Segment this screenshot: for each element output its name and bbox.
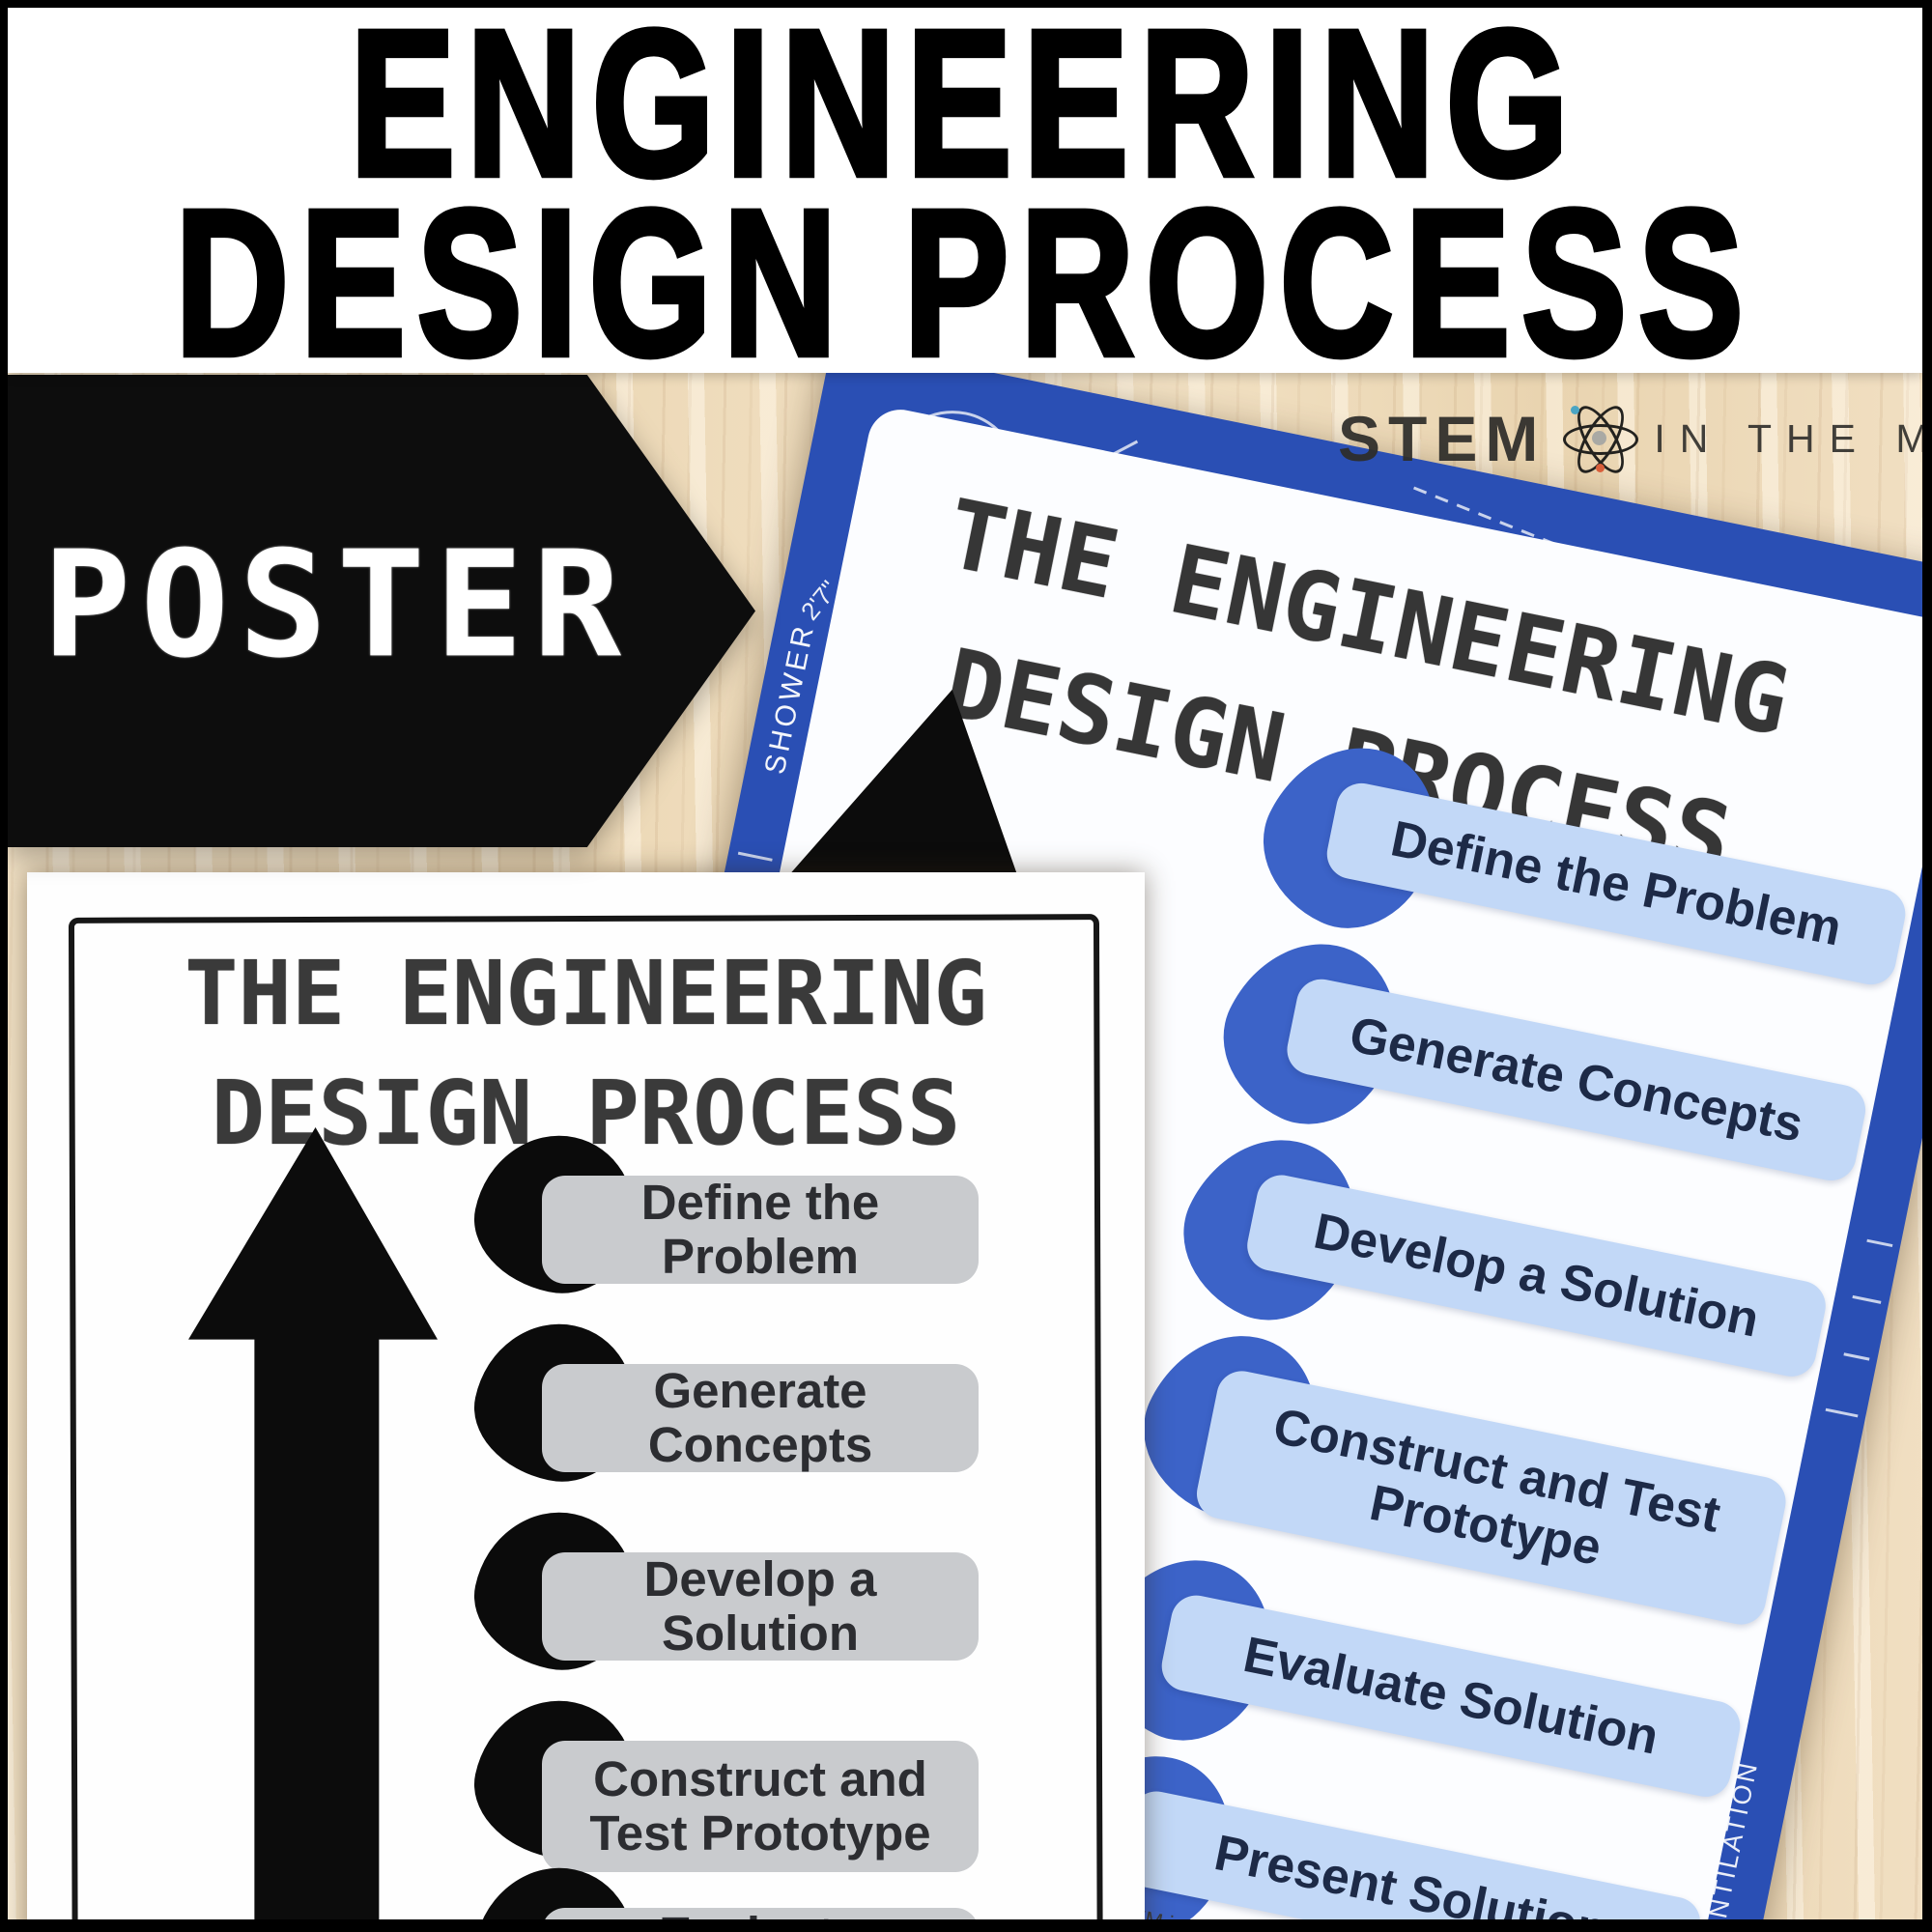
step-label: Construct and Test Prototype: [542, 1741, 979, 1872]
header-title-line1: ENGINEERING: [348, 0, 1580, 220]
step-label: Evaluate Solution: [542, 1908, 979, 1932]
header-title-line2: DESIGN PROCESS: [173, 165, 1755, 400]
stem-logo-brand: STEM: [1338, 403, 1547, 474]
atom-icon: [1561, 399, 1639, 480]
atom-electron-orange: [1596, 464, 1605, 472]
poster-grayscale-title-line1: THE ENGINEERING: [185, 942, 987, 1045]
stem-logo: STEM IN THE MIDDLE: [1338, 399, 1932, 480]
banner-label: POSTER: [43, 518, 632, 690]
atom-electron-teal: [1571, 406, 1580, 414]
poster-banner: POSTER: [8, 375, 755, 847]
atom-orbit: [1563, 424, 1639, 455]
banner-arrow-shape: [8, 375, 755, 847]
step-label: Generate Concepts: [542, 1364, 979, 1472]
step-label: Define the Problem: [542, 1176, 979, 1284]
header-band: ENGINEERING DESIGN PROCESS: [8, 0, 1922, 400]
poster-grayscale-title: THE ENGINEERING DESIGN PROCESS: [66, 934, 1106, 1174]
stem-logo-tagline: IN THE MIDDLE: [1654, 415, 1932, 461]
poster-grayscale: THE ENGINEERING DESIGN PROCESS Define th…: [27, 872, 1145, 1932]
step-label: Develop a Solution: [542, 1552, 979, 1661]
atom-nucleus: [1592, 431, 1607, 445]
